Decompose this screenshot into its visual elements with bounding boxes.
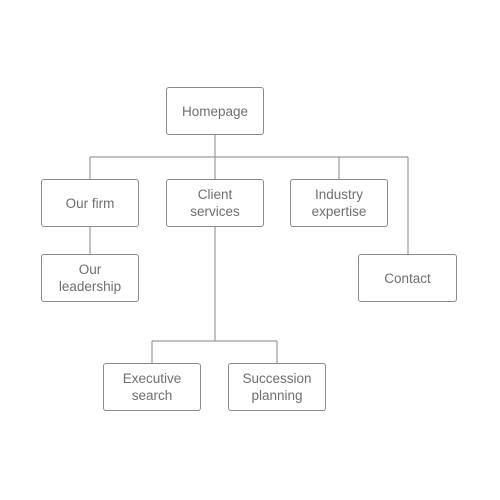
node-label: Our firm xyxy=(65,195,115,211)
node-label: Industry expertise xyxy=(311,187,367,219)
node-label: Client services xyxy=(190,187,240,219)
node-label: Homepage xyxy=(181,103,249,119)
node-label: Contact xyxy=(384,270,431,286)
node-executive-search[interactable]: Executive search xyxy=(103,363,201,411)
node-label: Executive search xyxy=(122,371,182,403)
node-label: Succession planning xyxy=(242,371,312,403)
node-industry-expertise[interactable]: Industry expertise xyxy=(290,179,388,227)
node-homepage[interactable]: Homepage xyxy=(166,87,264,135)
node-contact[interactable]: Contact xyxy=(358,254,457,302)
node-client-services[interactable]: Client services xyxy=(166,179,264,227)
node-succession-planning[interactable]: Succession planning xyxy=(228,363,326,411)
node-label: Our leadership xyxy=(58,262,122,294)
node-our-leadership[interactable]: Our leadership xyxy=(41,254,139,302)
node-our-firm[interactable]: Our firm xyxy=(41,179,139,227)
